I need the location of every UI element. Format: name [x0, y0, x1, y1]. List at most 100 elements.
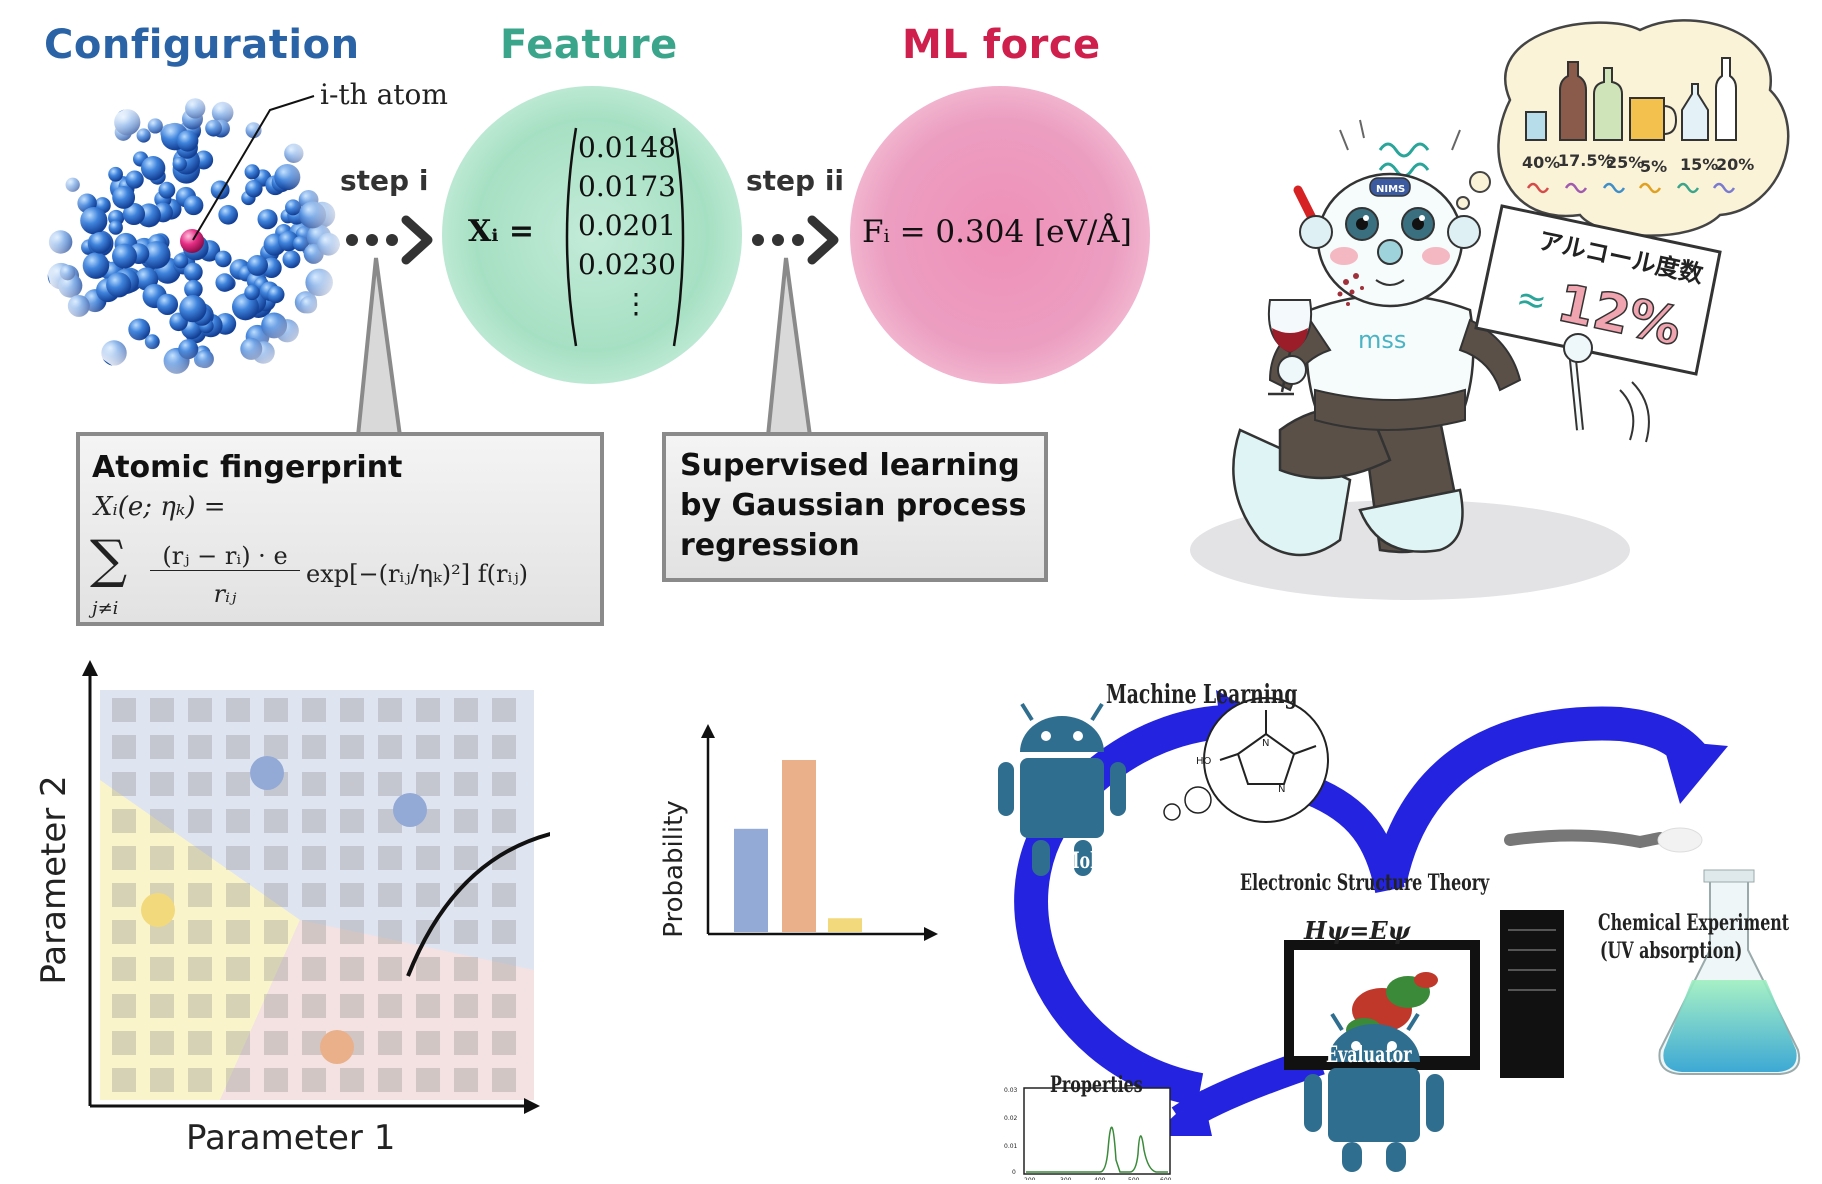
grid-cell — [226, 1031, 250, 1055]
grid-cell — [112, 920, 136, 944]
grid-cell — [492, 1031, 516, 1055]
parameter-space-plot — [82, 660, 550, 1114]
step-1-label: step i — [340, 164, 429, 197]
grid-cell — [264, 920, 288, 944]
sum-subscript: j≠i — [92, 598, 119, 619]
evaluator-android — [1304, 1012, 1444, 1172]
spectrum-plot — [1023, 1087, 1171, 1175]
feature-value: ⋮ — [622, 287, 650, 320]
discovery-cycle: HO N N 0.03 0.02 0.01 — [998, 690, 1801, 1180]
grid-cell — [150, 957, 174, 981]
probability-chart — [701, 724, 938, 941]
grid-cell — [378, 772, 402, 796]
grid-cell — [188, 846, 212, 870]
grid-cell — [226, 735, 250, 759]
grid-cell — [302, 883, 326, 907]
grid-cell — [302, 772, 326, 796]
atom-label: i-th atom — [320, 78, 448, 111]
ml-force-header: ML force — [902, 22, 1101, 68]
spec-y-tick: 0.02 — [1004, 1115, 1018, 1122]
grid-cell — [416, 957, 440, 981]
feature-value: 0.0148 — [578, 131, 676, 164]
grid-cell — [150, 1031, 174, 1055]
grid-cell — [188, 698, 212, 722]
grid-cell — [340, 772, 364, 796]
grid-cell — [302, 920, 326, 944]
grid-cell — [454, 883, 478, 907]
grid-cell — [378, 1068, 402, 1092]
feature-symbol: Xᵢ = — [468, 214, 535, 249]
grid-cell — [150, 698, 174, 722]
grid-cell — [112, 846, 136, 870]
step-2-arrow — [752, 215, 839, 265]
grid-cell — [264, 994, 288, 1018]
spec-y-tick: 0 — [1012, 1169, 1016, 1176]
grid-cell — [188, 994, 212, 1018]
grid-cell — [416, 1068, 440, 1092]
grid-cell — [378, 846, 402, 870]
shirt-logo: mss — [1358, 326, 1406, 354]
grid-cell — [454, 772, 478, 796]
y-axis-label: Parameter 2 — [34, 775, 74, 985]
grid-cell — [454, 1031, 478, 1055]
grid-cell — [492, 735, 516, 759]
molecule-bubble — [1203, 697, 1329, 823]
feature-value: 0.0173 — [578, 170, 676, 203]
grid-cell — [378, 994, 402, 1018]
grid-cell — [112, 809, 136, 833]
fraction-denominator: rᵢⱼ — [213, 580, 237, 608]
grid-cell — [150, 846, 174, 870]
grid-cell — [492, 957, 516, 981]
grid-cell — [302, 698, 326, 722]
chem-experiment-label-2: (UV absorption) — [1600, 938, 1743, 964]
grid-cell — [112, 994, 136, 1018]
probability-bar — [782, 760, 816, 932]
grid-cell — [378, 883, 402, 907]
molecule-generator-label-1: Molecule — [1062, 848, 1144, 874]
fingerprint-tail: exp[−(rᵢⱼ/ηₖ)²] f(rᵢⱼ) — [306, 560, 529, 588]
ml-force-bubble — [850, 86, 1150, 384]
robot-badge: NIMS — [1376, 184, 1405, 195]
grid-cell — [302, 809, 326, 833]
spec-x-tick: 400 — [1094, 1177, 1106, 1180]
grid-cell — [340, 698, 364, 722]
bottles-icon — [1525, 57, 1737, 141]
fingerprint-line1: Xᵢ(e; ηₖ) = — [94, 492, 226, 522]
configuration-header: Configuration — [44, 22, 360, 68]
grid-cell — [226, 846, 250, 870]
grid-cell — [264, 846, 288, 870]
grid-cell — [340, 920, 364, 944]
sample-point-blue — [393, 793, 427, 827]
grid-cell — [112, 957, 136, 981]
spec-x-tick: 500 — [1128, 1177, 1140, 1180]
spec-x-tick: 300 — [1060, 1177, 1072, 1180]
grid-cell — [188, 957, 212, 981]
grid-cell — [492, 994, 516, 1018]
grid-cell — [264, 735, 288, 759]
evaluator-label: Evaluator — [1326, 1042, 1412, 1068]
grid-cell — [226, 698, 250, 722]
electronic-structure-label: Electronic Structure Theory — [1240, 870, 1490, 896]
fingerprint-box: Atomic fingerprint Xᵢ(e; ηₖ) = ∑ j≠i (rⱼ… — [76, 432, 604, 626]
sample-point-orange — [320, 1030, 354, 1064]
grid-cell — [378, 1031, 402, 1055]
gp-line1: Supervised learning — [680, 448, 1020, 483]
grid-cell — [264, 698, 288, 722]
atom-configuration — [42, 93, 342, 389]
grid-cell — [492, 920, 516, 944]
force-equation: Fᵢ = 0.304 [eV/Å] — [862, 214, 1132, 250]
grid-cell — [492, 772, 516, 796]
grid-cell — [378, 957, 402, 981]
gp-line2: by Gaussian process — [680, 488, 1027, 523]
grid-cell — [340, 883, 364, 907]
grid-cell — [416, 883, 440, 907]
grid-cell — [226, 994, 250, 1018]
grid-cell — [302, 735, 326, 759]
grid-cell — [340, 846, 364, 870]
schrodinger-equation: Hψ=Eψ — [1304, 916, 1411, 945]
grid-cell — [454, 846, 478, 870]
bottle-abv: 5% — [1640, 157, 1667, 176]
grid-cell — [492, 809, 516, 833]
grid-cell — [264, 957, 288, 981]
grid-cell — [150, 735, 174, 759]
